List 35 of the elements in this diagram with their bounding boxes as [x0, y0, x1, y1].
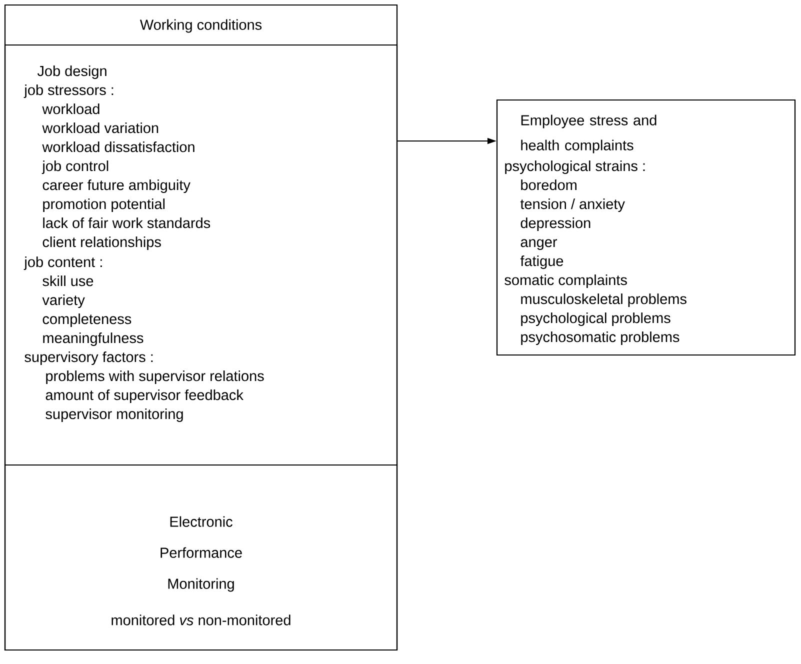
- list-text: amount of supervisor feedback: [46, 390, 244, 403]
- list-text: job stressors :: [24, 84, 114, 98]
- list-text: Employee stress and health complaints: [521, 114, 656, 154]
- list-text: completeness: [42, 314, 132, 327]
- list-text: workload: [42, 104, 100, 114]
- list-text: skill use: [42, 276, 94, 286]
- list-text: Job design: [37, 66, 106, 79]
- outcome-box: [496, 99, 796, 356]
- list-text: tension / anxiety: [520, 198, 625, 212]
- list-text: boredom: [521, 180, 576, 190]
- list-text: client relationships: [42, 236, 161, 250]
- list-text: job content :: [24, 256, 102, 270]
- list-text: somatic complaints: [504, 274, 627, 288]
- list-text: meaningfulness: [43, 332, 144, 346]
- list-text: supervisory factors :: [24, 352, 153, 365]
- list-text: Working conditions: [140, 19, 262, 33]
- list-text: variety: [42, 294, 85, 308]
- list-text: psychological problems: [521, 312, 670, 326]
- list-text: psychosomatic problems: [521, 332, 680, 345]
- list-text: fatigue: [520, 256, 564, 269]
- list-text: workload dissatisfaction: [42, 142, 194, 152]
- list-text: psychological strains :: [505, 160, 645, 174]
- list-text: job control: [42, 160, 108, 174]
- section-box: [4, 464, 398, 651]
- list-text: problems with supervisor relations: [46, 370, 264, 384]
- list-text: promotion potential: [43, 198, 165, 212]
- list-text: monitored vs non-monitored: [112, 614, 290, 626]
- section-box: [4, 44, 398, 466]
- list-text: workload variation: [42, 122, 158, 134]
- list-text: musculoskeletal problems: [521, 294, 686, 307]
- list-text: career future ambiguity: [42, 180, 190, 193]
- list-text: lack of fair work standards: [43, 218, 210, 228]
- list-text: supervisor monitoring: [46, 408, 183, 422]
- list-text: depression: [520, 218, 590, 231]
- list-text: anger: [520, 239, 558, 250]
